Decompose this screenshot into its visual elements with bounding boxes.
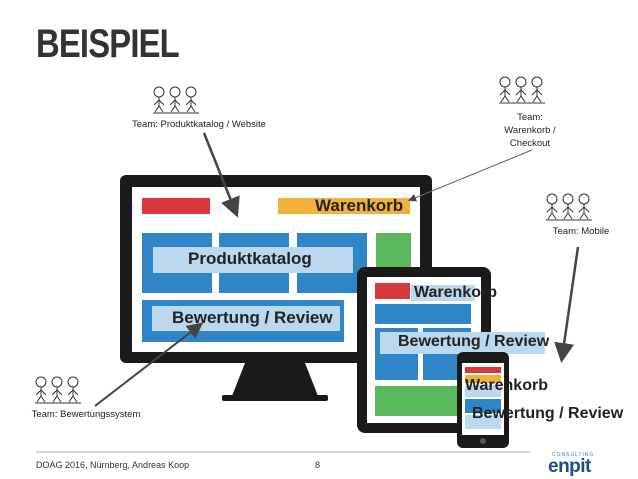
desktop-catalog-label: Produktkatalog [188,249,312,268]
desktop-nav-bar [142,198,210,214]
footer-text: DOAG 2016, Nürnberg, Andreas Koop [36,460,190,470]
team-catalog-label: Team: Produktkatalog / Website [132,119,266,130]
cart-arrow [408,149,533,202]
desktop-monitor [120,175,432,401]
mobile-arrow [554,246,580,363]
logo-name: enpit [548,456,591,477]
phone-device [457,352,509,448]
team-catalog-icon [152,86,200,114]
team-cart-icon [498,76,546,104]
catalog-arrow [202,132,240,218]
page-number: 8 [315,460,321,470]
tablet-review-label: Bewertung / Review [398,333,550,350]
phone-cart-label: Warenkorb [465,377,548,394]
desktop-review-label: Bewertung / Review [172,308,333,327]
team-mobile-icon [545,193,593,221]
team-mobile-label: Team: Mobile [552,226,610,237]
desktop-cart-block [278,198,410,214]
page-title: BEISPIEL [36,22,180,66]
team-cart-line3: Checkout [509,138,551,149]
enpit-logo: CONSULTING enpit [548,452,618,477]
team-cart-line1: Team: [517,112,543,123]
team-cart-line2: Warenkorb / [504,125,556,136]
tablet-cart-label: Warenkorb [414,284,497,301]
team-cart-label: Team: Warenkorb / Checkout [490,111,570,150]
desktop-cart-label: Warenkorb [315,196,404,215]
phone-review-label: Bewertung / Review [472,405,624,422]
team-review-icon [34,376,82,404]
logo-small-text: CONSULTING [552,452,595,458]
team-review-label: Team: Bewertungssystem [31,409,141,420]
review-arrow [94,322,204,407]
